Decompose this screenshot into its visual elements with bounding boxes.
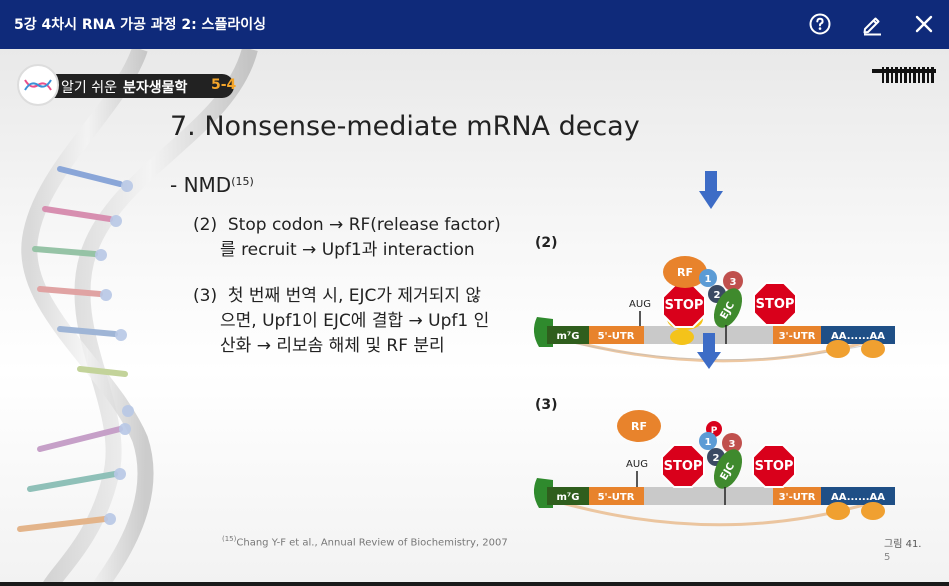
badge-text-3: 5-4 — [211, 77, 237, 93]
course-logo — [17, 64, 59, 106]
polya-label: AA......AA — [831, 331, 885, 342]
slide-title: 7. Nonsense-mediate mRNA decay — [170, 111, 640, 142]
figure-caption: 그림 41. — [884, 539, 922, 550]
aug-label: AUG — [629, 299, 651, 310]
section-heading-text: - NMD — [170, 173, 232, 197]
svg-text:2: 2 — [713, 453, 720, 464]
svg-text:STOP: STOP — [664, 459, 703, 474]
stop-sign-2: STOP — [753, 282, 797, 326]
question-circle-icon — [809, 13, 831, 35]
svg-text:m⁷G: m⁷G — [556, 492, 579, 503]
utr3-label: 3'-UTR — [779, 331, 816, 342]
help-button[interactable] — [806, 10, 834, 38]
released-rf — [617, 410, 661, 442]
upf1 — [699, 269, 717, 287]
edit-button[interactable] — [858, 10, 886, 38]
point-3-line-1: (3) 첫 번째 번역 시, EJC가 제거되지 않 — [193, 286, 482, 306]
pencil-icon — [863, 17, 881, 36]
svg-text:RF: RF — [631, 420, 647, 433]
title-bar: 5강 4차시 RNA 가공 과정 2: 스플라이싱 — [0, 0, 949, 49]
dna-logo-icon — [24, 79, 52, 91]
svg-text:3: 3 — [729, 439, 736, 450]
cap-region — [547, 326, 589, 344]
figure-number: 5 — [884, 552, 891, 563]
close-icon — [915, 15, 933, 33]
stop-sign-3: STOP — [661, 444, 705, 488]
point-3: (3) 첫 번째 번역 시, EJC가 제거되지 않 으면, Upf1이 EJC… — [193, 284, 489, 359]
dna-helix-illustration — [17, 49, 258, 586]
ejc — [713, 288, 743, 328]
section-heading: - NMD(15) — [170, 173, 254, 197]
window-title: 5강 4차시 RNA 가공 과정 2: 스플라이싱 — [14, 17, 266, 33]
footnote-text: Chang Y-F et al., Annual Review of Bioch… — [236, 537, 508, 549]
badge-text-1: 알기 쉬운 — [61, 80, 117, 96]
svg-text:5'-UTR: 5'-UTR — [598, 492, 635, 503]
svg-text:2: 2 — [714, 290, 721, 301]
svg-text:AUG: AUG — [626, 459, 648, 470]
point-3-line-2: 으면, Upf1이 EJC에 결합 → Upf1 인 — [193, 311, 490, 331]
point-3-line-3: 산화 → 리보솜 해체 및 RF 분리 — [193, 336, 445, 356]
svg-text:1: 1 — [705, 437, 712, 448]
stop-sign-4: STOP — [752, 444, 796, 488]
point-2: (2) Stop codon → RF(release factor) 를 re… — [193, 213, 501, 263]
badge-text-2: 분자생물학 — [123, 80, 188, 96]
close-button[interactable] — [910, 10, 938, 38]
footnote-ref: (15) — [222, 535, 237, 543]
svg-text:1: 1 — [705, 274, 712, 285]
bottom-strip — [0, 582, 949, 586]
utr5-label: 5'-UTR — [598, 331, 635, 342]
point-2-line-2: 를 recruit → Upf1과 interaction — [193, 240, 475, 260]
publisher-logo — [872, 67, 936, 83]
down-arrow-icon-2 — [697, 333, 721, 369]
svg-text:AA......AA: AA......AA — [831, 492, 885, 503]
course-badge-pill: 알기 쉬운 분자생물학 5-4 — [47, 74, 237, 98]
svg-text:P: P — [711, 426, 718, 436]
rf-label: RF — [677, 266, 693, 279]
svg-text:3'-UTR: 3'-UTR — [779, 492, 816, 503]
stop-2-text: STOP — [756, 297, 795, 312]
nmd-diagram: (2) m⁷G 5'-UTR 3'-UTR AA......AA AUG — [533, 171, 895, 527]
utr5-region — [589, 326, 644, 344]
release-factor — [663, 256, 707, 288]
utr3-region — [773, 326, 821, 344]
pabp-1 — [826, 340, 850, 358]
upf3 — [723, 271, 743, 291]
footnote: (15)Chang Y-F et al., Annual Review of B… — [222, 535, 508, 548]
section-reference: (15) — [231, 175, 254, 188]
step-2-label: (2) — [535, 235, 558, 251]
down-arrow-icon — [699, 171, 723, 209]
lecture-slide: 알기 쉬운 분자생물학 5-4 7. Nonsense-mediate mRNA… — [0, 49, 949, 586]
stop-1-text: STOP — [665, 298, 704, 313]
point-2-line-1: (2) Stop codon → RF(release factor) — [193, 215, 501, 235]
cap-label: m⁷G — [556, 331, 579, 342]
step-3-label: (3) — [535, 397, 558, 413]
ribosome-small — [670, 329, 694, 345]
polya-region — [821, 326, 895, 344]
course-badge: 알기 쉬운 분자생물학 5-4 — [17, 64, 237, 106]
pabp-2 — [861, 340, 885, 358]
stop-sign-1: STOP — [662, 284, 706, 328]
svg-text:STOP: STOP — [755, 459, 794, 474]
svg-text:3: 3 — [730, 277, 737, 288]
